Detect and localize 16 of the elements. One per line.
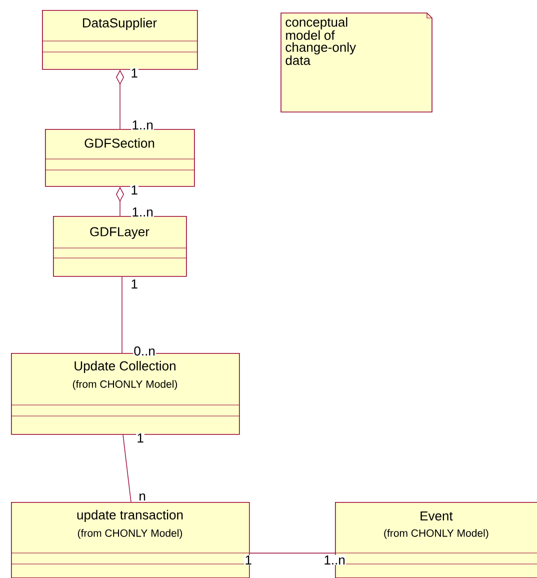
multiplicity-label: n <box>138 493 146 501</box>
association-line <box>122 434 132 502</box>
class-box: GDFLayer <box>52 216 187 277</box>
multiplicity-label: 1 <box>244 555 252 565</box>
multiplicity-label: 1 <box>130 279 138 289</box>
note-box: conceptual model of change-only data <box>280 12 432 112</box>
class-box: DataSupplier <box>42 10 198 70</box>
association-line <box>249 552 336 554</box>
multiplicity-label: 1 <box>136 433 144 443</box>
multiplicity-label: 1 <box>130 185 138 195</box>
multiplicity-label: 0..n <box>133 346 156 356</box>
multiplicity-label: 1 <box>130 68 138 78</box>
multiplicity-label: 1..n <box>323 555 346 565</box>
multiplicity-label: 1..n <box>131 207 154 217</box>
class-box: GDFSection <box>44 129 195 187</box>
multiplicity-label: 1..n <box>131 120 154 130</box>
